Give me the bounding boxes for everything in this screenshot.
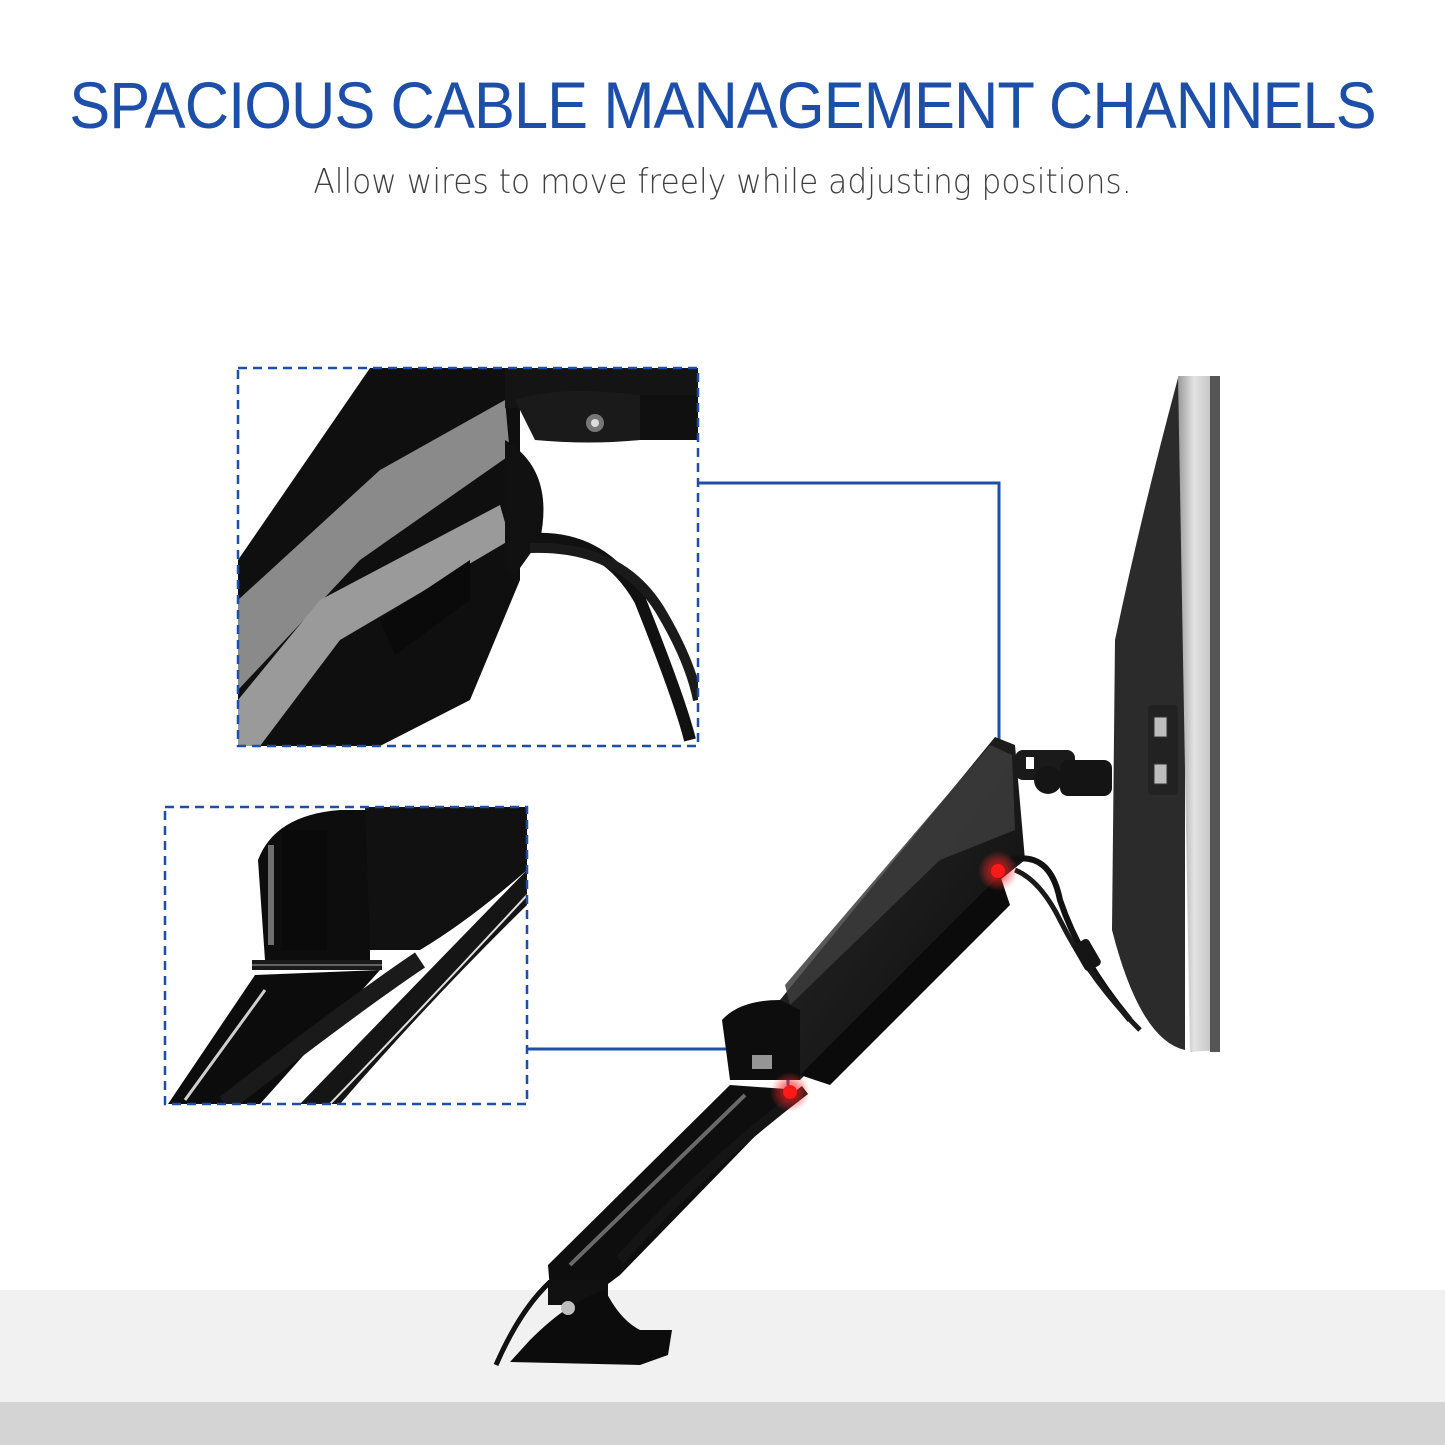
highlight-dot-upper: [978, 851, 1018, 891]
lower-detail-photo: [168, 807, 527, 1104]
callout-box-lower: [163, 805, 529, 1106]
desk-edge: [0, 1402, 1445, 1445]
monitor: [1112, 376, 1220, 1052]
upper-arm: [775, 737, 1025, 1085]
upper-detail-photo: [238, 368, 698, 746]
page-title: SPACIOUS CABLE MANAGEMENT CHANNELS: [69, 68, 1376, 142]
desk-clamp: [493, 1280, 672, 1367]
usb-ports: [1148, 705, 1178, 795]
desk-surface: [0, 1290, 1445, 1402]
highlight-dot-lower: [770, 1072, 810, 1112]
callout-box-upper: [236, 366, 700, 748]
page-subtitle: Allow wires to move freely while adjusti…: [313, 162, 1132, 202]
vesa-joint: [1015, 750, 1112, 796]
lower-arm: [548, 1085, 809, 1290]
elbow-joint: [722, 1000, 800, 1080]
